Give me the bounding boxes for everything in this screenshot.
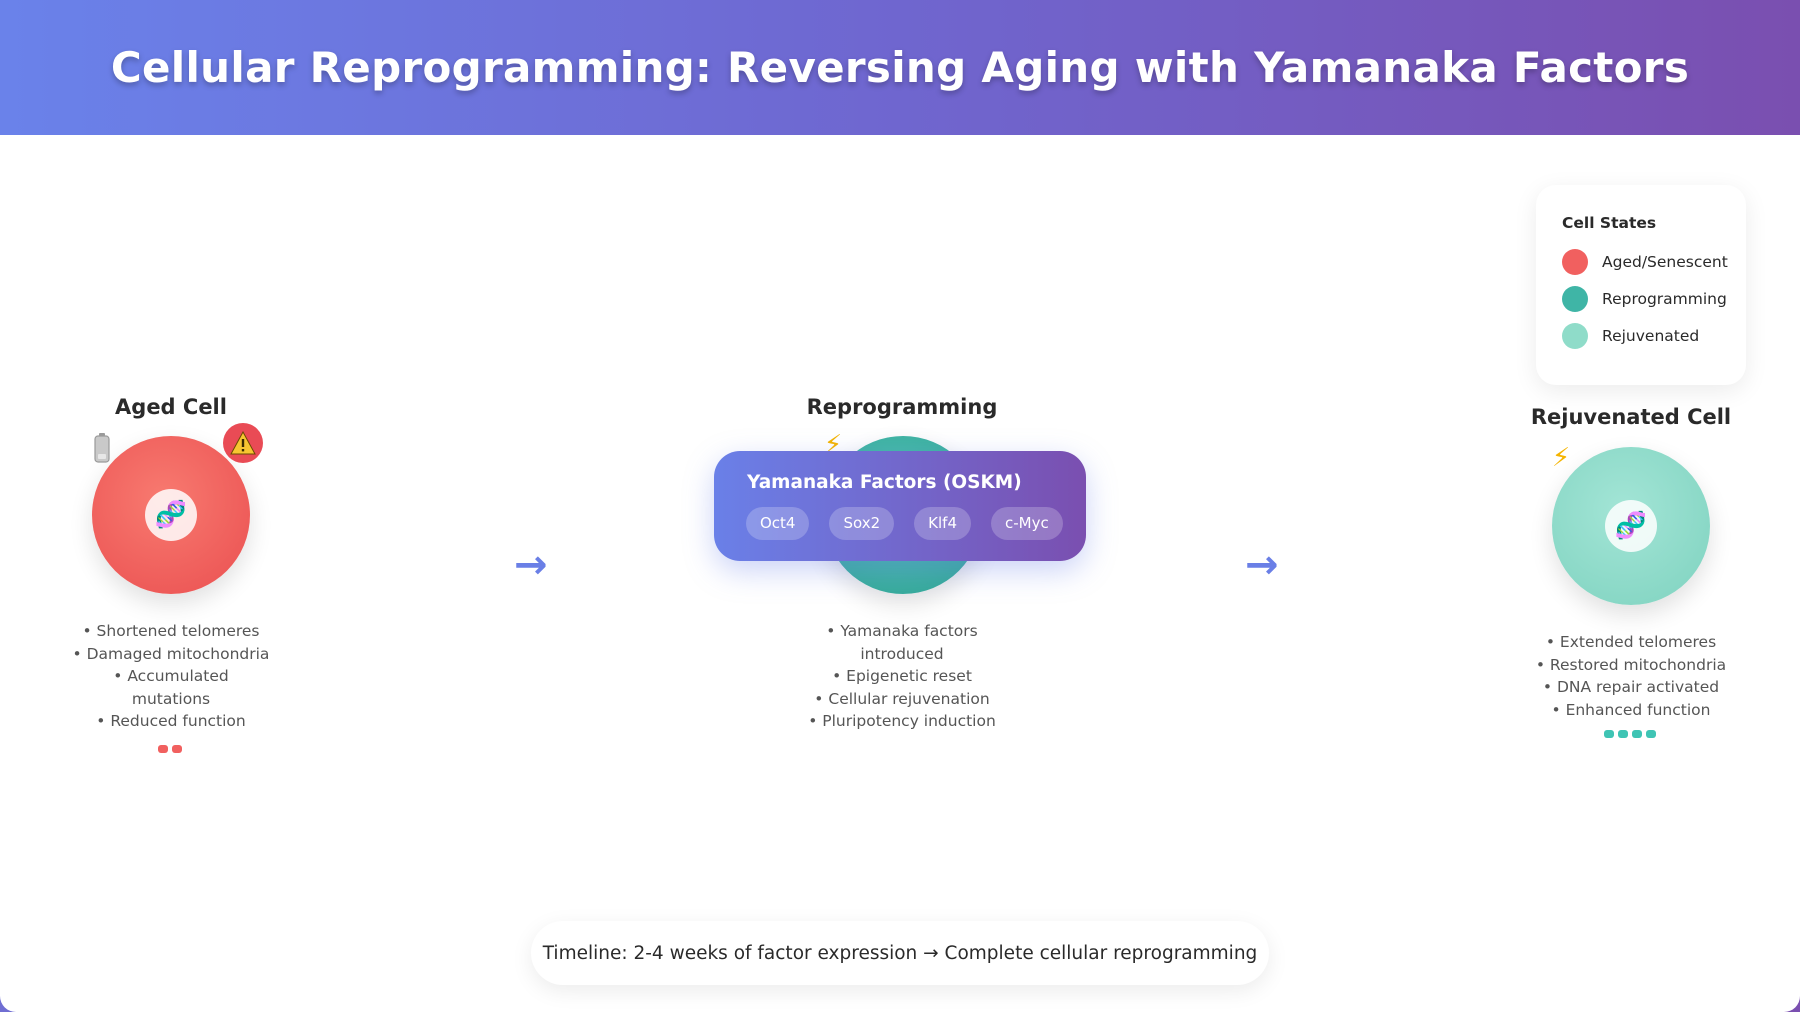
dna-icon: 🧬 [1614, 511, 1648, 541]
health-dot [1646, 730, 1656, 738]
header-banner: Cellular Reprogramming: Reversing Aging … [0, 0, 1800, 135]
flow-arrow-2: → [1245, 542, 1279, 588]
rejuvenated-cell-title: Rejuvenated Cell [1530, 405, 1732, 429]
reprogramming-title: Reprogramming [806, 395, 998, 419]
reprogramming-feature: • Pluripotency induction [808, 712, 996, 730]
health-dot [1604, 730, 1614, 738]
low-battery-icon [92, 433, 112, 463]
health-dot [158, 745, 168, 753]
aged-cell: 🧬 [92, 436, 250, 594]
lightning-icon: ⚡ [1551, 443, 1571, 473]
rejuvenated-features: • Extended telomeres • Restored mitochon… [1531, 631, 1731, 721]
aged-health-dots [158, 745, 182, 753]
factor-chips: Oct4 Sox2 Klf4 c-Myc [746, 507, 1063, 540]
legend: Cell States Aged/Senescent Reprogramming… [1536, 185, 1746, 385]
rejuvenated-feature: • Enhanced function [1551, 700, 1711, 719]
factor-chip-oct4: Oct4 [746, 507, 810, 540]
rejuvenated-health-dots [1604, 730, 1656, 738]
rejuvenated-feature: • Restored mitochondria [1535, 655, 1727, 674]
health-dot [172, 745, 182, 753]
flow-arrow-1: → [514, 542, 548, 588]
timeline-text: Timeline: 2-4 weeks of factor expression… [542, 942, 1258, 964]
rejuvenated-nucleus: 🧬 [1605, 500, 1657, 552]
factor-chip-cmyc: c-Myc [990, 507, 1063, 540]
legend-label: Rejuvenated [1602, 327, 1700, 345]
rejuvenated-feature: • Extended telomeres [1545, 633, 1717, 651]
aged-cell-title: Aged Cell [115, 395, 227, 419]
page-title: Cellular Reprogramming: Reversing Aging … [110, 43, 1690, 92]
aged-feature: • Accumulated [113, 667, 229, 685]
legend-label: Reprogramming [1602, 290, 1727, 308]
health-dot [1618, 730, 1628, 738]
legend-swatch [1562, 286, 1588, 312]
aged-nucleus: 🧬 [145, 489, 197, 541]
factor-chip-sox2: Sox2 [829, 507, 895, 540]
reprogramming-feature: • Epigenetic reset [832, 667, 972, 685]
aged-feature: • Damaged mitochondria [72, 644, 270, 663]
aged-feature: • Reduced function [96, 712, 246, 730]
legend-item-reprogramming: Reprogramming [1562, 286, 1727, 312]
rejuvenated-feature: • DNA repair activated [1542, 678, 1720, 696]
dna-icon: 🧬 [154, 500, 188, 530]
legend-item-rejuvenated: Rejuvenated [1562, 323, 1699, 349]
factor-chip-klf4: Klf4 [914, 507, 971, 540]
reprogramming-stage-title-wrap: Reprogramming [742, 395, 1062, 419]
aged-stage-title-wrap: Aged Cell [11, 395, 331, 419]
aged-feature: • Shortened telomeres [82, 622, 260, 640]
legend-label: Aged/Senescent [1602, 253, 1728, 271]
reprogramming-feature: • Cellular rejuvenation [814, 689, 990, 708]
yamanaka-factors-card: Yamanaka Factors (OSKM) Oct4 Sox2 Klf4 c… [714, 451, 1086, 561]
legend-title: Cell States [1562, 214, 1657, 232]
reprogramming-feature: introduced [860, 644, 944, 663]
reprogramming-feature: • Yamanaka factors [826, 622, 978, 640]
health-dot [1632, 730, 1642, 738]
legend-swatch [1562, 249, 1588, 275]
rejuvenated-cell: 🧬 [1552, 447, 1710, 605]
timeline-note: Timeline: 2-4 weeks of factor expression… [531, 921, 1269, 985]
aged-feature: mutations [131, 689, 211, 708]
legend-swatch [1562, 323, 1588, 349]
legend-item-aged: Aged/Senescent [1562, 249, 1728, 275]
aged-features: • Shortened telomeres • Damaged mitochon… [71, 620, 271, 733]
warning-icon [223, 423, 263, 463]
reprogramming-features: • Yamanaka factors introduced • Epigenet… [802, 620, 1002, 733]
rejuvenated-stage-title-wrap: Rejuvenated Cell [1471, 405, 1791, 429]
factors-title: Yamanaka Factors (OSKM) [747, 472, 1022, 493]
